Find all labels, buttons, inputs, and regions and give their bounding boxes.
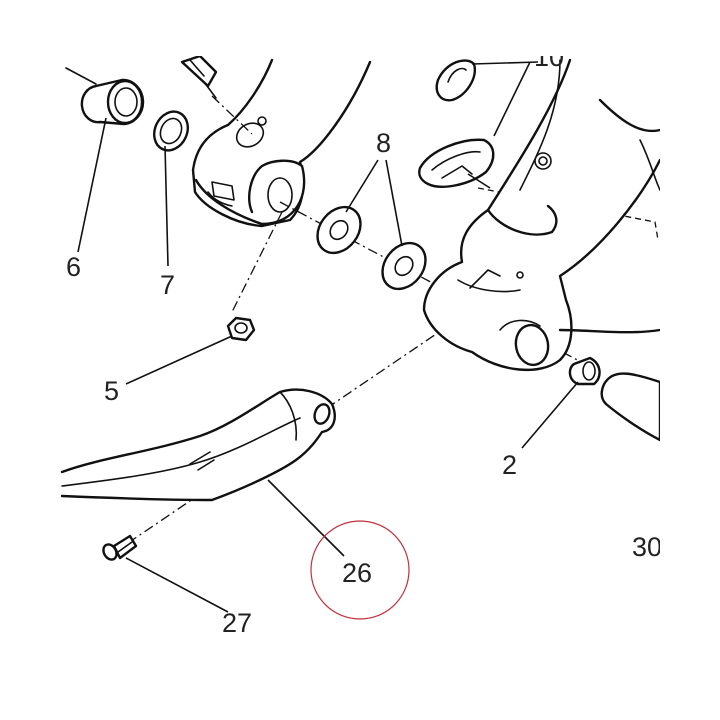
crop-mask-right (660, 0, 720, 720)
leader-27 (125, 557, 229, 613)
frame-pivot-tube (191, 58, 372, 228)
leader-6 (77, 117, 107, 253)
leader-26 (267, 479, 345, 557)
callout-2: 2 (502, 450, 517, 480)
axis-line-top (211, 95, 253, 135)
seal-ring-part-7 (153, 110, 189, 152)
top-pin (180, 54, 218, 99)
bearing-part-6 (65, 67, 145, 126)
cable-guide-part-10 (418, 59, 539, 189)
callout-6: 6 (66, 252, 81, 282)
callout-26: 26 (342, 558, 372, 588)
screw-part-27 (102, 534, 138, 561)
nut-part-5 (226, 316, 256, 342)
leader-2 (521, 381, 579, 449)
crop-mask-top (0, 0, 720, 56)
callout-5: 5 (104, 376, 119, 406)
main-frame-body (422, 58, 662, 371)
callout-27: 27 (222, 608, 252, 638)
washer-part-8b (381, 241, 427, 291)
leader-5 (125, 335, 233, 385)
callout-30: 30 (632, 532, 662, 562)
callout-8: 8 (376, 128, 391, 158)
highlight-circle-26 (310, 520, 410, 620)
axis-line-bolt5 (231, 211, 283, 313)
bushing-part-2 (568, 356, 601, 386)
swing-arm-part-26 (60, 388, 336, 502)
washer-part-8a (316, 205, 362, 255)
leader-7 (164, 145, 169, 267)
axle-rod (600, 372, 662, 442)
leader-8a (345, 159, 379, 213)
leader-8b (385, 159, 403, 247)
callout-7: 7 (160, 270, 175, 300)
